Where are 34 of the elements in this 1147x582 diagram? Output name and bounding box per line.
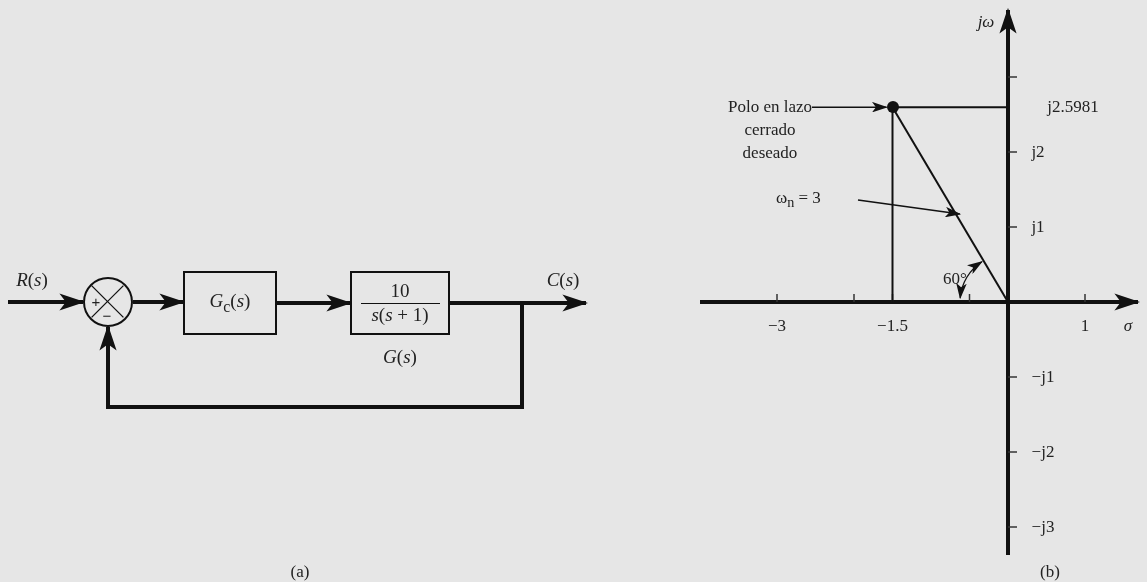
denominator: s(s + 1) xyxy=(370,304,430,326)
feedback-arrow xyxy=(99,301,524,409)
axis-label: σ xyxy=(1123,316,1133,336)
pole-point xyxy=(886,101,899,114)
panel-label: (b) xyxy=(1040,562,1060,582)
angle-label: 60° xyxy=(943,269,967,289)
axis-label: jω xyxy=(977,12,995,32)
block xyxy=(183,271,277,335)
transfer-function: G$_{c}$(s) xyxy=(208,290,252,316)
sign: − xyxy=(102,306,112,324)
edge-label: C(s) xyxy=(546,269,580,291)
block-label: G(s) xyxy=(383,346,417,368)
tick-label: −j1 xyxy=(1031,367,1055,387)
tick-label: −j2 xyxy=(1031,442,1055,462)
tick-label: j2.5981 xyxy=(1047,97,1099,118)
panel-label: (a) xyxy=(290,562,310,582)
tick-label: −1.5 xyxy=(877,316,908,336)
annotation-text: Polo en lazo cerrado deseado xyxy=(726,96,813,164)
tick-label: −j3 xyxy=(1031,517,1055,537)
signal-arrow xyxy=(8,293,86,311)
edge-label: R(s) xyxy=(16,269,48,291)
signal-arrow xyxy=(133,293,186,311)
annotation-text: ω$_{n}$ = 3 xyxy=(776,187,822,213)
signal-arrow xyxy=(277,294,353,312)
block xyxy=(350,271,450,335)
sign: + xyxy=(91,292,101,310)
numerator: 10 xyxy=(360,280,440,304)
tick-label: j2 xyxy=(1031,142,1045,162)
summing-junction xyxy=(83,277,133,327)
tick-label: 1 xyxy=(1080,316,1090,336)
leader-line xyxy=(857,199,962,218)
tick-label: −3 xyxy=(767,316,787,336)
leader-line xyxy=(811,101,888,113)
tick-label: j1 xyxy=(1031,217,1045,237)
